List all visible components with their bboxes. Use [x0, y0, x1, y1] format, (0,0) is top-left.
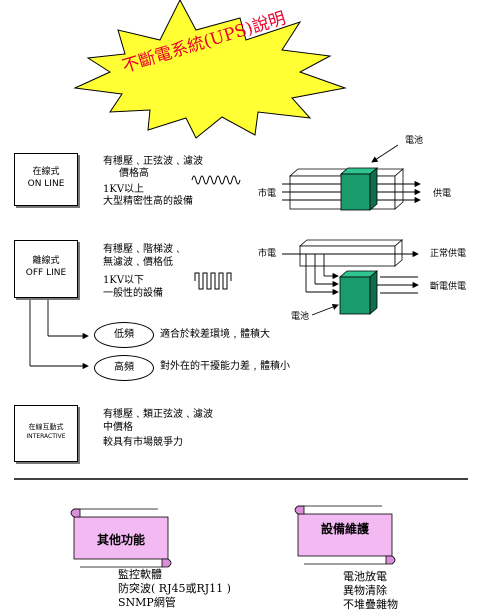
online-battery-label: 電池 — [405, 136, 424, 146]
online-battery-pointer — [371, 144, 399, 163]
interactive-desc-line3: 較具有市場競爭力 — [103, 437, 183, 448]
offline-desc-line4: 一般性的設備 — [103, 288, 163, 299]
low-frequency-desc: 適合於較差環境﹐體積大 — [160, 329, 270, 340]
online-box: 在線式 ON LINE — [14, 153, 78, 206]
offline-input-label: 市電 — [258, 249, 277, 259]
online-desc-line3: 1KV以上 — [103, 184, 145, 195]
online-waveform — [191, 175, 241, 185]
online-output-label: 供電 — [433, 189, 452, 199]
offline-box-label-en: OFF LINE — [25, 268, 67, 278]
offline-battery-block — [338, 270, 379, 315]
offline-box-label-cn: 離線式 — [32, 256, 60, 266]
online-box-label-cn: 在線式 — [32, 167, 60, 177]
offline-battery-pointer — [311, 303, 339, 316]
offline-battery-label: 電池 — [291, 312, 310, 322]
starburst-shape — [73, 0, 347, 139]
high-frequency-oval: 高頻 — [94, 355, 154, 381]
low-frequency-oval: 低頻 — [94, 322, 154, 348]
interactive-box: 在線互動式 INTERACTIVE — [14, 405, 78, 462]
other-function-item: SNMP網管 — [118, 596, 176, 609]
interactive-desc-line2: 中價格 — [103, 422, 133, 433]
online-desc-line2: 價格高 — [119, 168, 149, 179]
online-desc-line1: 有穩壓﹑正弦波﹑濾波 — [103, 156, 203, 167]
maintenance-item: 電池放電 — [343, 570, 387, 583]
offline-waveform — [194, 272, 232, 290]
offline-output-break-label: 斷電供電 — [430, 282, 467, 292]
interactive-box-label-en: INTERACTIVE — [26, 433, 66, 440]
scroll-other-functions — [70, 508, 172, 568]
interactive-box-label-cn: 在線互動式 — [28, 423, 64, 431]
offline-box: 離線式 OFF LINE — [14, 240, 78, 298]
offline-desc-line3: 1KV以下 — [103, 275, 145, 286]
other-function-item: 防突波( RJ45或RJ11 ) — [118, 582, 231, 595]
offline-branch-lines — [29, 297, 89, 370]
scroll-maintenance — [294, 505, 396, 565]
maintenance-item: 異物清除 — [343, 584, 387, 597]
offline-desc-line1: 有穩壓﹑階梯波﹑ — [103, 244, 183, 255]
offline-pipe — [298, 239, 404, 267]
interactive-desc-line1: 有穩壓﹑類正弦波﹑濾波 — [103, 409, 213, 420]
offline-output-normal-label: 正常供電 — [430, 249, 467, 259]
online-desc-line4: 大型精密性高的設備 — [103, 196, 193, 207]
online-box-label-en: ON LINE — [27, 179, 65, 189]
online-input-label: 市電 — [258, 189, 277, 199]
offline-flow-lines — [282, 250, 419, 296]
offline-desc-line2: 無濾波﹑價格低 — [103, 257, 173, 268]
other-function-item: 監控軟體 — [118, 568, 162, 581]
maintenance-item: 不堆疊雜物 — [343, 598, 398, 611]
maintenance-label: 設備維護 — [320, 522, 369, 536]
other-functions-label: 其他功能 — [96, 533, 145, 547]
high-frequency-desc: 對外在的干擾能力差﹐體積小 — [160, 361, 290, 372]
online-battery-block — [339, 167, 379, 211]
